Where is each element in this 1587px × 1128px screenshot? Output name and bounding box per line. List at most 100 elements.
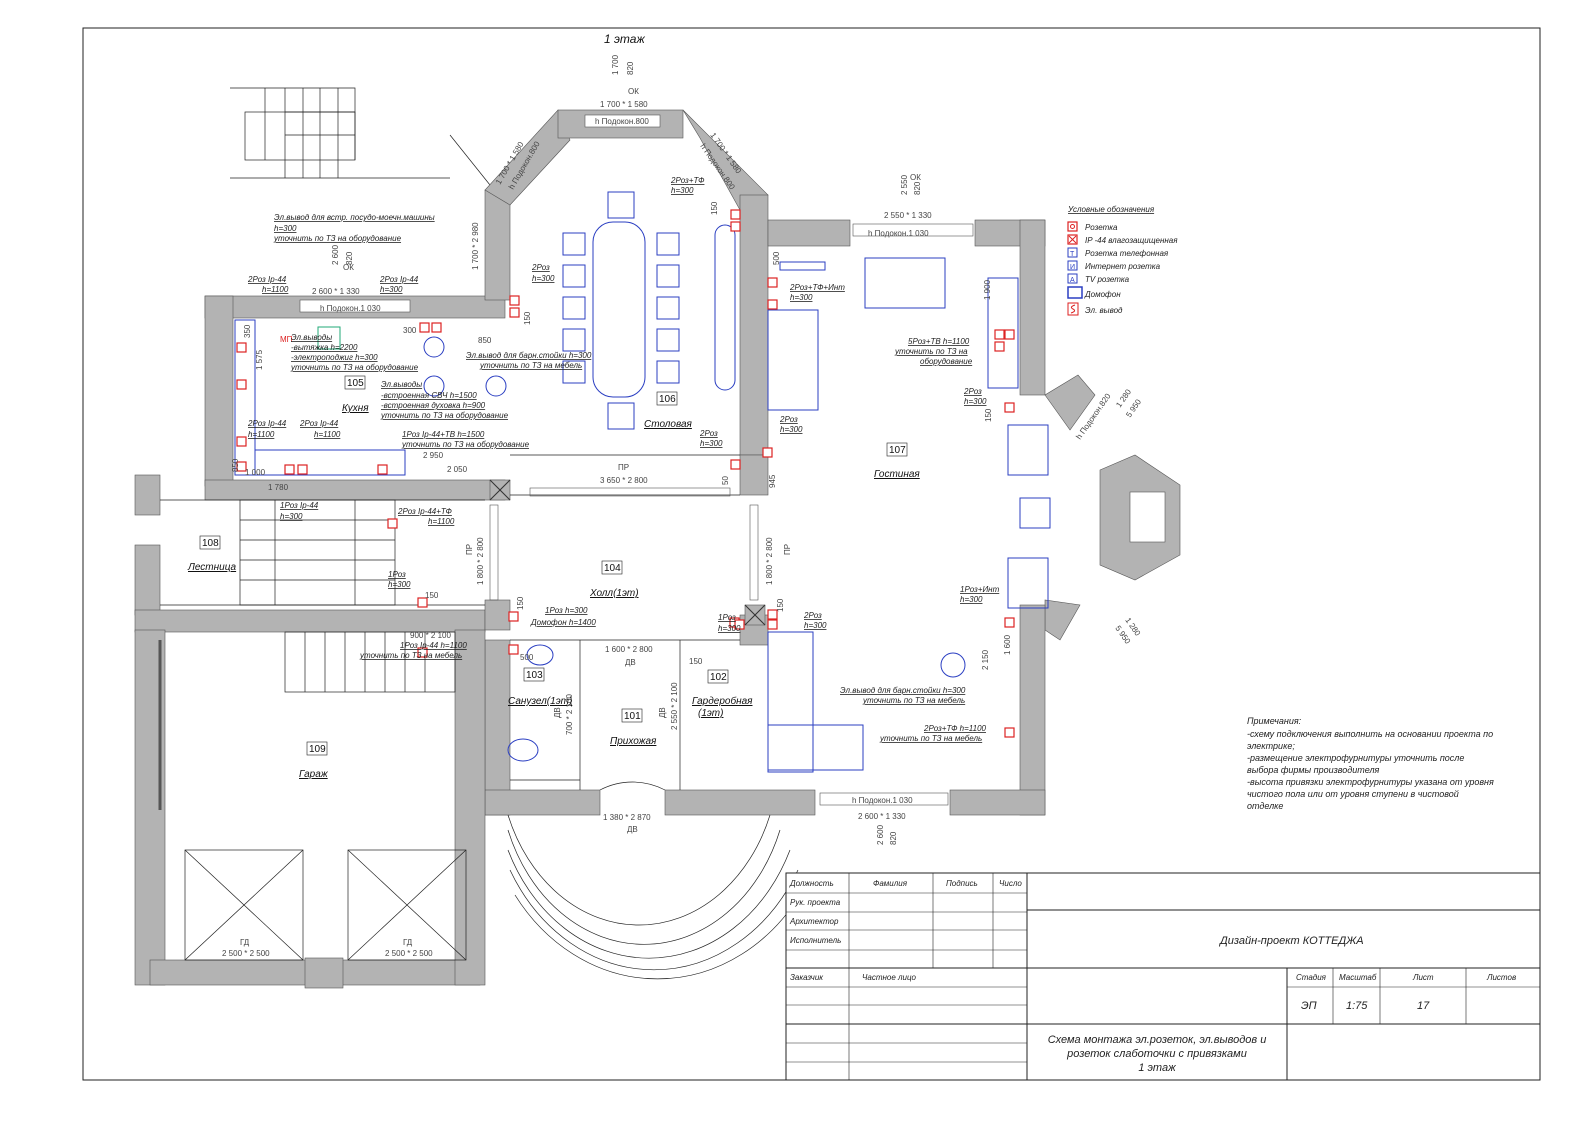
notes-line-7: отделке [1247, 801, 1283, 811]
room-109: 109 Гараж [299, 741, 329, 780]
room-108-name: Лестница [187, 562, 237, 573]
room-102-name2: (1эт) [698, 708, 723, 719]
stamp-drawing-title-2: розеток слаботочки с привязками [1066, 1048, 1247, 1060]
stamp-drawing-title-1: Схема монтажа эл.розеток, эл.выводов и [1048, 1034, 1267, 1046]
stamp-stage-value: ЭП [1301, 1000, 1317, 1012]
stamp-col-stage: Стадия [1296, 973, 1327, 982]
note-l-2roz-b-2: h=300 [780, 425, 803, 434]
window-living-bottom-sill: h Подокон.1 030 [852, 796, 913, 805]
note-k-hood-4: уточнить по ТЗ на оборудование [290, 363, 419, 372]
room-102-number: 102 [710, 672, 727, 683]
note-k-tv-1: 1Роз Ip-44+ТВ h=1500 [402, 430, 485, 439]
garage-doors [158, 640, 467, 961]
note-k-hood-1: Эл.выводы [291, 333, 332, 342]
stamp-col-sheet: Лист [1412, 973, 1434, 982]
dim-l-500: 500 [772, 251, 781, 265]
room-101-name: Прихожая [610, 736, 657, 747]
room-107-name: Гостиная [874, 469, 920, 480]
opening-living-label: ПР [783, 544, 792, 555]
legend-item-intercom: Домофон [1084, 290, 1121, 299]
electric-outlet-icon [1067, 302, 1079, 316]
note-l-2roz-a-2: h=300 [964, 397, 987, 406]
note-k-oven-3: -встроенная духовка h=900 [381, 401, 486, 410]
notes-line-5: -высота привязки электрофурнитуры указан… [1247, 777, 1494, 787]
legend-item-phone: Розетка телефонная [1085, 249, 1169, 258]
note-k-2roz-b-1: 2Роз Ip-44 [379, 275, 419, 284]
sheet-title: 1 этаж [604, 32, 645, 46]
notes-line-4: выбора фирмы производителя [1247, 765, 1380, 775]
stamp-sheet-value: 17 [1417, 1000, 1430, 1012]
note-k-2roz-c-1: 2Роз Ip-44 [247, 419, 287, 428]
note-g-1roz-1: 1Роз Ip-44 h=1100 [400, 641, 467, 650]
door-wardrobe-size: 2 550 * 2 100 [670, 682, 679, 730]
note-h-1roz-2: Домофон h=1400 [530, 618, 596, 627]
note-d-2roz-a-1: 2Роз [531, 263, 550, 272]
window-top-ok-3: 820 [626, 61, 635, 75]
note-d-2roz-tf-2: h=300 [671, 186, 694, 195]
note-s-1roz-b-2: h=300 [388, 580, 411, 589]
door-garage-size: 900 * 2 100 [410, 631, 451, 640]
dim-k-1575: 1 575 [255, 349, 264, 370]
window-living-top-ok-2: 2 550 [900, 174, 909, 195]
door-bath-size: 700 * 2 100 [565, 694, 574, 735]
dim-k-850b: 850 [231, 458, 240, 472]
note-h-1roz-b-2: h=300 [718, 624, 741, 633]
note-h-1roz-b-1: 1Роз [718, 613, 736, 622]
dim-h-500: 500 [520, 653, 534, 662]
note-l-bar-2: уточнить по ТЗ на мебель [862, 696, 965, 705]
note-k-tv-2: уточнить по ТЗ на оборудование [401, 440, 530, 449]
note-k-oven-2: -встроенная СВЧ h=1500 [381, 391, 477, 400]
door-entry-label: ДВ [627, 825, 638, 834]
opening-stair-label: ПР [465, 544, 474, 555]
legend-item-ip44: IP -44 влагозащищенная [1085, 236, 1178, 245]
window-top-ok-2: 1 700 [611, 54, 620, 75]
note-dishwasher-2: h=300 [274, 224, 297, 233]
note-k-2roz-b-2: h=300 [380, 285, 403, 294]
room-105-number: 105 [347, 378, 364, 389]
window-living-bottom-size: 2 600 * 1 330 [858, 812, 906, 821]
room-109-name: Гараж [299, 769, 329, 780]
kitchen-fixtures [234, 319, 554, 762]
stamp-row-executor: Исполнитель [790, 936, 841, 945]
window-kitchen-ok: ОК [343, 263, 354, 272]
notes-line-2: электрике; [1247, 741, 1295, 751]
note-k-oven-1: Эл.выводы [381, 380, 422, 389]
note-l-bar-1: Эл.вывод для барн.стойки h=300 [840, 686, 966, 695]
room-108: 108 Лестница [187, 535, 237, 573]
opening-stair-size: 1 800 * 2 800 [476, 537, 485, 585]
legend-item-outlet: Эл. вывод [1085, 306, 1123, 315]
note-k-hood-2: -вытяжка h=2200 [291, 343, 358, 352]
inner-stair [239, 499, 456, 693]
note-l-1roz-int-2: h=300 [960, 595, 983, 604]
notes-line-6: чистого пола или от уровня ступени в чис… [1247, 789, 1459, 799]
title-block: Должность Фамилия Подпись Число Рук. про… [785, 872, 1541, 1081]
room-102: 102 Гардеробная (1эт) [692, 669, 753, 719]
entry-steps [507, 781, 801, 980]
note-k-2roz-a-2: h=1100 [262, 285, 289, 294]
svg-text:А: А [1070, 277, 1075, 284]
windows [299, 114, 974, 806]
dim-s-150: 150 [425, 591, 439, 600]
stamp-row-project-lead: Рук. проекта [790, 898, 841, 907]
dim-h-150: 150 [689, 657, 703, 666]
note-dishwasher-3: уточнить по ТЗ на оборудование [273, 234, 402, 243]
garage-door-right-label: ГД [403, 938, 413, 947]
note-l-1roz-int-1: 1Роз+Инт [960, 585, 1000, 594]
opening-dining-size: 3 650 * 2 800 [600, 476, 648, 485]
garage-door-left-size: 2 500 * 2 500 [222, 949, 270, 958]
note-k-bar-2: уточнить по ТЗ на мебель [479, 361, 582, 370]
dim-l-2150: 2 150 [981, 649, 990, 670]
opening-dining-label: ПР [618, 463, 629, 472]
room-101: 101 Прихожая [610, 708, 657, 747]
legend-item-tv: TV розетка [1085, 275, 1130, 284]
window-living-bottom-ok-3: 820 [889, 831, 898, 845]
socket-ip44-icon [1067, 234, 1078, 245]
intercom-icon [1067, 286, 1083, 299]
note-k-2roz-d-2: h=1100 [314, 430, 341, 439]
note-l-5roz-tv-2: уточнить по ТЗ на [894, 347, 968, 356]
note-h-1roz-1: 1Роз h=300 [545, 606, 588, 615]
dim-d-150b: 150 [523, 311, 532, 325]
dim-k-850: 850 [478, 336, 492, 345]
stamp-header-signature: Подпись [946, 879, 978, 888]
dim-l-1600: 1 600 [1003, 634, 1012, 655]
